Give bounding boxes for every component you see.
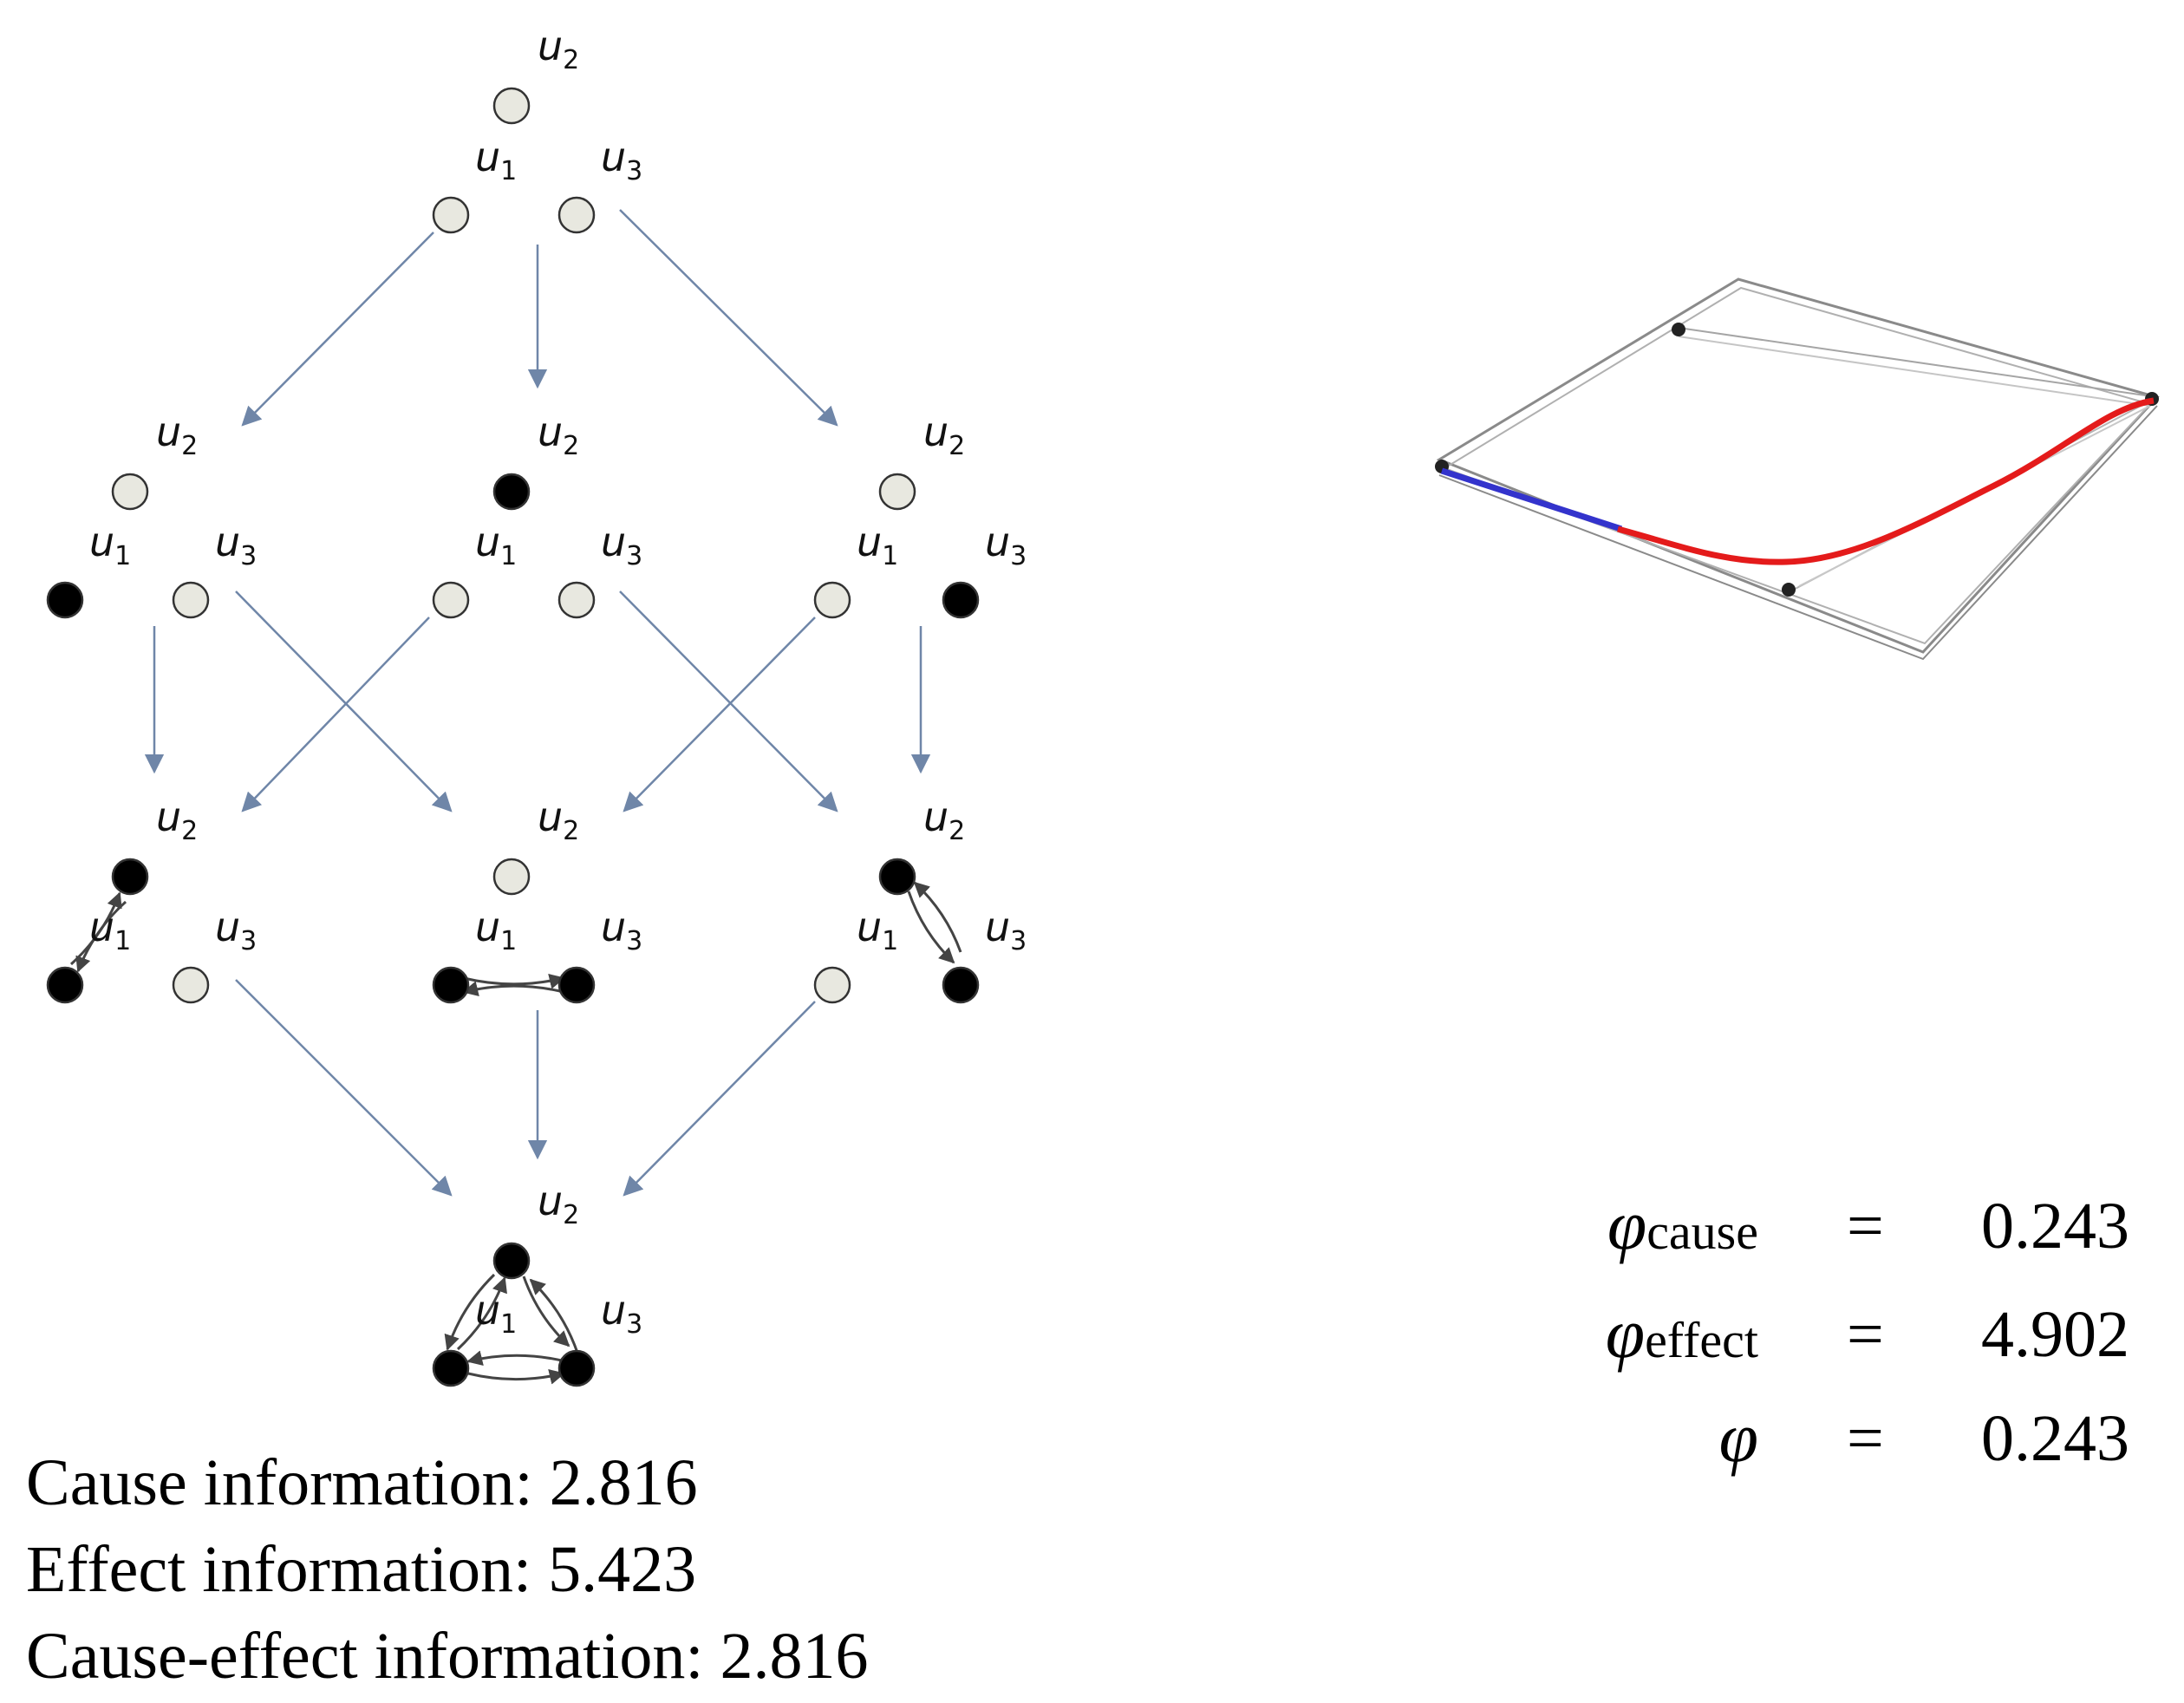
phi-equals: = [1847,1190,1884,1263]
phi-symbol: φ [1719,1402,1758,1473]
cause-effect-information-text: Cause-effect information: 2.816 [26,1620,869,1693]
label-u3: u3 [215,519,258,571]
label-u1: u1 [475,134,518,186]
label-u3: u3 [985,519,1027,571]
node-u1-off [432,581,470,619]
mechanism-connection-arrow [466,1350,566,1366]
mechanism-connection-arrow [463,974,565,989]
plot-corner-markers [1435,323,2159,597]
mechanism-connection-arrow [456,1276,507,1351]
node-u1-off [813,581,851,619]
lattice-arrow [623,1001,816,1197]
node-u1-on [432,1349,470,1387]
label-u2: u2 [538,1178,580,1230]
label-u2: u2 [538,408,580,461]
label-u3: u3 [601,904,643,956]
node-u3-off [557,196,596,234]
mechanism-connection-arrow [913,881,962,953]
label-u1: u1 [857,904,899,956]
label-u1: u1 [475,904,518,956]
phi-value: 4.902 [1981,1298,2129,1371]
node-u2-on [492,1242,531,1280]
node-u2-on [492,473,531,511]
phi-value: 0.243 [1981,1190,2129,1263]
node-u2-off [111,473,149,511]
label-u2: u2 [923,793,966,846]
label-u2: u2 [538,23,580,75]
node-u1-on [432,966,470,1004]
concept-lattice-diagram [46,87,980,1387]
phi-value: 0.243 [1981,1402,2129,1475]
lattice-arrow [235,979,453,1197]
label-u3: u3 [601,1287,643,1340]
phi-row: φeffect = 4.902 [1543,1298,2150,1385]
node-u3-off [172,966,210,1004]
phi-glyph: φ [1718,1398,1758,1477]
node-u1-off [432,196,470,234]
node-u2-off [492,87,531,125]
label-u3: u3 [601,519,643,571]
phi-row: φ = 0.243 [1543,1402,2150,1489]
label-u2: u2 [538,793,580,846]
node-u3-on [557,966,596,1004]
node-u2-on [111,858,149,896]
phi-symbol: φeffect [1606,1298,1758,1369]
mechanism-connection-arrow [522,1276,570,1347]
mechanism-connection-arrow [467,1369,565,1385]
phi-row: φcause = 0.243 [1543,1190,2150,1276]
mechanism-connection-arrow [529,1278,579,1354]
lattice-arrow [235,591,453,812]
effect-repertoire-curve [1617,397,2155,565]
label-u2: u2 [156,793,199,846]
label-u1: u1 [89,519,132,571]
phi-equals: = [1847,1298,1884,1371]
lattice-arrow [619,591,838,812]
node-u2-off [878,473,916,511]
node-u1-on [46,581,84,619]
lattice-edges [69,209,962,1385]
cause-information-text: Cause information: 2.816 [26,1446,698,1519]
mechanism-connection-arrow [444,1273,496,1351]
label-u1: u1 [475,1287,518,1340]
label-u3: u3 [601,134,643,186]
phi-glyph: φ [1605,1294,1646,1373]
cause-effect-3d-plot [1435,277,2160,661]
node-u2-off [492,858,531,896]
label-u1: u1 [89,904,132,956]
mechanism-connection-arrow [907,891,955,964]
label-u3: u3 [215,904,258,956]
node-u3-off [172,581,210,619]
plot-frame [1436,277,2160,661]
label-u1: u1 [475,519,518,571]
effect-information-text: Effect information: 5.423 [26,1533,697,1606]
node-u1-off [813,966,851,1004]
label-u3: u3 [985,904,1027,956]
phi-symbol: φcause [1607,1190,1758,1261]
mechanism-connection-arrow [75,900,127,973]
label-u2: u2 [156,408,199,461]
lattice-arrow [241,232,434,427]
phi-glyph: φ [1607,1185,1647,1264]
phi-subscript: cause [1646,1204,1758,1260]
node-u3-on [557,1349,596,1387]
phi-subscript: effect [1645,1312,1758,1368]
node-u2-on [878,858,916,896]
lattice-arrow [619,209,838,427]
mechanism-connection-arrow [462,981,564,996]
node-u1-on [46,966,84,1004]
node-u3-on [942,581,980,619]
node-u3-on [942,966,980,1004]
lattice-arrow [623,617,816,812]
phi-equals: = [1847,1402,1884,1475]
node-u3-off [557,581,596,619]
label-u1: u1 [857,519,899,571]
lattice-nodes [46,87,980,1387]
lattice-arrow [241,617,430,812]
label-u2: u2 [923,408,966,461]
cause-repertoire-curve [1440,467,1623,532]
